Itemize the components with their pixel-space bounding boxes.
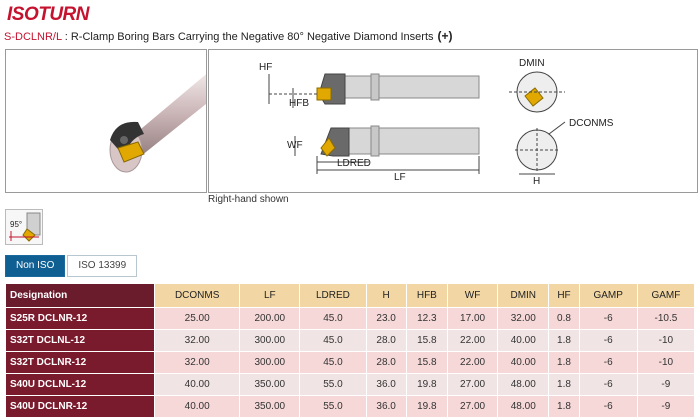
column-header-dmin[interactable]: DMIN — [497, 283, 550, 308]
cell-hfb: 15.8 — [405, 351, 448, 374]
cell-dmin: 48.00 — [497, 373, 550, 396]
cell-wf: 27.00 — [446, 373, 499, 396]
cell-gamf: -10 — [636, 329, 696, 352]
column-header-wf[interactable]: WF — [446, 283, 499, 308]
table-row[interactable]: S32T DCLNR-12 32.00 300.00 45.0 28.0 15.… — [4, 351, 696, 374]
cell-hf: 1.8 — [548, 395, 580, 418]
label-dconms: DCONMS — [569, 118, 614, 129]
table-row[interactable]: S32T DCLNL-12 32.00 300.00 45.0 28.0 15.… — [4, 329, 696, 352]
cell-h: 36.0 — [365, 395, 407, 418]
column-header-hfb[interactable]: HFB — [405, 283, 448, 308]
page-subtitle: S-DCLNR/L : R-Clamp Boring Bars Carrying… — [4, 29, 453, 43]
column-header-gamf[interactable]: GAMF — [636, 283, 696, 308]
label-wf: WF — [287, 140, 303, 151]
cell-hfb: 15.8 — [405, 329, 448, 352]
label-lf: LF — [394, 172, 406, 183]
cell-gamf: -10.5 — [636, 307, 696, 330]
column-header-dconms[interactable]: DCONMS — [154, 283, 241, 308]
cell-h: 28.0 — [365, 329, 407, 352]
cell-lf: 300.00 — [239, 351, 301, 374]
cell-lf: 350.00 — [239, 395, 301, 418]
subtitle-separator: : — [61, 31, 71, 43]
expand-button[interactable]: (+) — [437, 29, 453, 43]
column-header-designation[interactable]: Designation — [4, 283, 156, 308]
cell-gamf: -10 — [636, 351, 696, 374]
cell-ldred: 55.0 — [299, 395, 367, 418]
cell-lf: 300.00 — [239, 329, 301, 352]
cell-hf: 0.8 — [548, 307, 580, 330]
cell-wf: 27.00 — [446, 395, 499, 418]
table-header-row: Designation DCONMS LF LDRED H HFB WF DMI… — [4, 283, 696, 308]
cell-gamf: -9 — [636, 395, 696, 418]
cell-wf: 22.00 — [446, 351, 499, 374]
table-row[interactable]: S40U DCLNL-12 40.00 350.00 55.0 36.0 19.… — [4, 373, 696, 396]
cell-h: 36.0 — [365, 373, 407, 396]
angle-value: 95° — [10, 220, 22, 229]
cell-dconms: 32.00 — [154, 351, 241, 374]
drawing-caption: Right-hand shown — [208, 194, 289, 205]
label-dmin: DMIN — [519, 58, 545, 69]
isoturn-logo: ISOTURN — [7, 4, 91, 24]
cell-ldred: 55.0 — [299, 373, 367, 396]
table-row[interactable]: S40U DCLNR-12 40.00 350.00 55.0 36.0 19.… — [4, 395, 696, 418]
cell-gamp: -6 — [578, 351, 638, 374]
cell-gamp: -6 — [578, 373, 638, 396]
cell-hf: 1.8 — [548, 329, 580, 352]
cell-wf: 17.00 — [446, 307, 499, 330]
approach-angle-icon: 95° — [5, 209, 43, 245]
designation-link[interactable]: S40U DCLNL-12 — [4, 373, 156, 396]
cell-wf: 22.00 — [446, 329, 499, 352]
cell-ldred: 45.0 — [299, 351, 367, 374]
table-row[interactable]: S25R DCLNR-12 25.00 200.00 45.0 23.0 12.… — [4, 307, 696, 330]
cell-hfb: 12.3 — [405, 307, 448, 330]
cell-hfb: 19.8 — [405, 395, 448, 418]
label-h: H — [533, 176, 540, 187]
label-ldred: LDRED — [337, 158, 371, 169]
cell-gamp: -6 — [578, 307, 638, 330]
technical-drawing: HF HFB WF LDRED LF DMIN DCONMS H — [208, 49, 698, 193]
designation-link[interactable]: S32T DCLNL-12 — [4, 329, 156, 352]
label-hf: HF — [259, 62, 272, 73]
cell-dmin: 32.00 — [497, 307, 550, 330]
boring-bar-image — [109, 70, 211, 173]
cell-dconms: 40.00 — [154, 373, 241, 396]
cell-hfb: 19.8 — [405, 373, 448, 396]
cell-hf: 1.8 — [548, 351, 580, 374]
column-header-hf[interactable]: HF — [548, 283, 580, 308]
cell-dmin: 40.00 — [497, 329, 550, 352]
svg-text:ISOTURN: ISOTURN — [7, 4, 91, 24]
dimension-drawing: HF HFB WF LDRED LF DMIN DCONMS H — [259, 58, 614, 187]
product-description: R-Clamp Boring Bars Carrying the Negativ… — [70, 31, 434, 43]
label-hfb: HFB — [289, 98, 309, 109]
cell-gamp: -6 — [578, 329, 638, 352]
standard-tabs: Non ISO ISO 13399 — [5, 255, 138, 277]
designation-link[interactable]: S32T DCLNR-12 — [4, 351, 156, 374]
column-header-h[interactable]: H — [365, 283, 407, 308]
cell-lf: 350.00 — [239, 373, 301, 396]
designation-link[interactable]: S25R DCLNR-12 — [4, 307, 156, 330]
cell-gamp: -6 — [578, 395, 638, 418]
cell-ldred: 45.0 — [299, 307, 367, 330]
tab-non-iso[interactable]: Non ISO — [5, 255, 66, 277]
cell-ldred: 45.0 — [299, 329, 367, 352]
cell-h: 28.0 — [365, 351, 407, 374]
cell-dmin: 48.00 — [497, 395, 550, 418]
product-code: S-DCLNR/L — [4, 31, 62, 43]
cell-gamf: -9 — [636, 373, 696, 396]
specification-table: Designation DCONMS LF LDRED H HFB WF DMI… — [4, 283, 696, 418]
designation-link[interactable]: S40U DCLNR-12 — [4, 395, 156, 418]
column-header-ldred[interactable]: LDRED — [299, 283, 367, 308]
cell-hf: 1.8 — [548, 373, 580, 396]
product-photo — [5, 49, 211, 193]
tab-iso-13399[interactable]: ISO 13399 — [67, 255, 138, 277]
cell-dmin: 40.00 — [497, 351, 550, 374]
cell-h: 23.0 — [365, 307, 407, 330]
column-header-lf[interactable]: LF — [239, 283, 301, 308]
column-header-gamp[interactable]: GAMP — [578, 283, 638, 308]
cell-dconms: 40.00 — [154, 395, 241, 418]
cell-dconms: 25.00 — [154, 307, 241, 330]
cell-lf: 200.00 — [239, 307, 301, 330]
cell-dconms: 32.00 — [154, 329, 241, 352]
